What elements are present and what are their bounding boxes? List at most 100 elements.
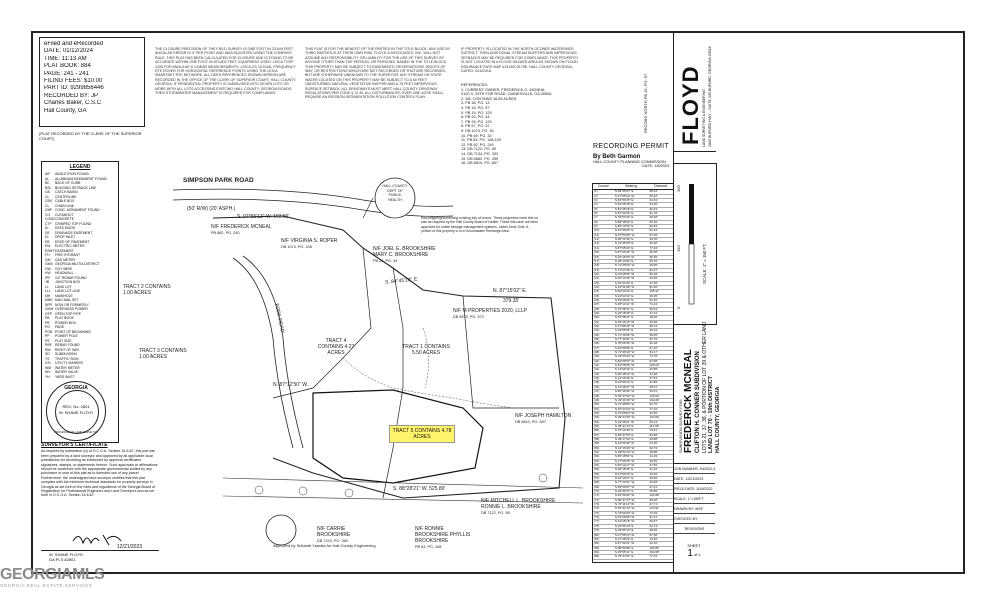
course-cell: (35)	[593, 337, 614, 343]
course-cell: (41)	[593, 363, 614, 369]
legend-label: PLAT SIZE	[55, 338, 72, 343]
course-cell: (10)	[593, 229, 614, 234]
bearing-cell: N 72°48'56" W	[613, 402, 649, 408]
bearing-cell: S 60°59'09" W	[613, 494, 649, 499]
legend-symbol: AIF	[45, 172, 51, 176]
bearing-cell: S 56°12'17" W	[613, 463, 649, 469]
course-cell: (43)	[593, 372, 614, 378]
distance-cell: 97.68'	[648, 359, 673, 365]
bearing-cell: S 87°05'23" E	[613, 246, 649, 252]
legend-label: RIGHT OF WAY	[55, 347, 80, 352]
legend-label: BUILDING SETBACK LINE	[55, 185, 97, 190]
scale-bar: 0' 150' 300' SCALE: 1" = 150 FT.	[673, 163, 717, 325]
owner-name: N/F JOEL E. BROOKSHIRE MARY C. BROOKSHIR…	[373, 246, 436, 258]
bearing-cell: S 75°12'40" E	[613, 428, 649, 434]
course-cell: (25)	[593, 294, 614, 299]
legend-symbol: NFR	[45, 302, 52, 307]
health-stamp-line: HEALTH	[388, 197, 402, 202]
legend-label: POWER BOX	[55, 320, 76, 325]
bearing-cell: N 66°37'03" E	[613, 433, 649, 438]
project-line: CLIFTON H. CONNER SUBDIVISION	[695, 351, 701, 453]
bearing-cell: S 27°05'35" W	[613, 459, 649, 465]
course-cell: (84)	[593, 550, 614, 556]
recording-line: DATE: 01/12/2024	[44, 48, 93, 55]
legend-label: GUY WIRE	[55, 266, 73, 271]
bearing-cell: S 14°16'40" E	[613, 376, 649, 382]
distance-cell: 41.04'	[648, 468, 673, 473]
distance-cell: 22.15'	[648, 541, 673, 547]
distance-cell: 33.30'	[648, 203, 673, 208]
bearing-label: S. 07°55'13" W. 103.86'	[237, 214, 290, 220]
bearing-cell: N 71°28'10" W	[613, 350, 649, 356]
distance-cell: 30.30'	[648, 242, 673, 247]
distance-cell: 56.48'	[648, 272, 673, 278]
tb-row: REVISIONS	[673, 524, 715, 534]
course-cell: (53)	[593, 415, 614, 421]
course-cell: (75)	[593, 511, 614, 517]
owner-mitchell: N/F MITCHELL L. BROOKSHIRE RONNIE L. BRO…	[481, 498, 561, 516]
tract-4-label: TRACT 4 CONTAINS 4.27 ACRES	[317, 338, 355, 356]
course-cell: (18)	[593, 263, 614, 269]
legend-label: HEADWALL	[55, 271, 74, 275]
course-cell: (38)	[593, 350, 614, 356]
distance-cell: 38.95'	[648, 528, 673, 534]
bearing-cell: S 50°02'24" E	[613, 289, 649, 295]
health-stamp-line: DEPT OF	[387, 188, 403, 193]
distance-cell: 30.34'	[648, 329, 673, 334]
course-cell: (61)	[593, 450, 614, 456]
scale-tick-150: 150'	[676, 244, 681, 252]
distance-cell: 51.24'	[648, 229, 673, 234]
legend-symbol: LLL	[45, 289, 51, 293]
bearing-cell: N 79°34'31" E	[613, 554, 649, 560]
course-cell: (45)	[593, 381, 614, 386]
distance-cell: 30.36'	[648, 237, 673, 243]
distance-cell: 50.42'	[648, 194, 673, 200]
permit-signer: By Beth Garmon	[593, 154, 641, 160]
reference-item: 11. PB 63, PG. 108-109	[461, 138, 502, 143]
legend-symbol: SD	[45, 352, 50, 356]
bearing-cell: N 03°55'13" E	[613, 528, 649, 534]
course-cell: (33)	[593, 329, 614, 334]
legend-title: LEGEND	[69, 164, 91, 170]
tract-1-label: TRACT 1 CONTAINS 5.50 ACRES	[402, 344, 450, 356]
distance-cell: 28.07'	[648, 385, 673, 391]
distance-cell: 32.55'	[648, 411, 673, 417]
bearing-cell: S 36°48'19" W	[613, 372, 649, 378]
signature-date: 12/21/2023	[117, 544, 143, 550]
distance-cell: 48.06'	[648, 315, 673, 321]
distance-cell: 102.29'	[648, 398, 673, 404]
recording-line: eFiled and eRecorded	[44, 41, 104, 47]
legend-label: DRAINAGE EASEMENT	[55, 230, 93, 235]
bearing-cell: S 87°42'35" E	[613, 211, 649, 217]
references: REFERENCES: 1. CURRENT OWNER: FREDERICK …	[461, 83, 579, 166]
course-cell: (58)	[593, 437, 614, 443]
bearing-cell: S 28°14'11" W	[613, 302, 649, 308]
distance-cell: 40.05'	[648, 459, 673, 465]
bearing-cell: S 78°06'45" W	[613, 342, 649, 347]
course-cell: (60)	[593, 446, 614, 452]
